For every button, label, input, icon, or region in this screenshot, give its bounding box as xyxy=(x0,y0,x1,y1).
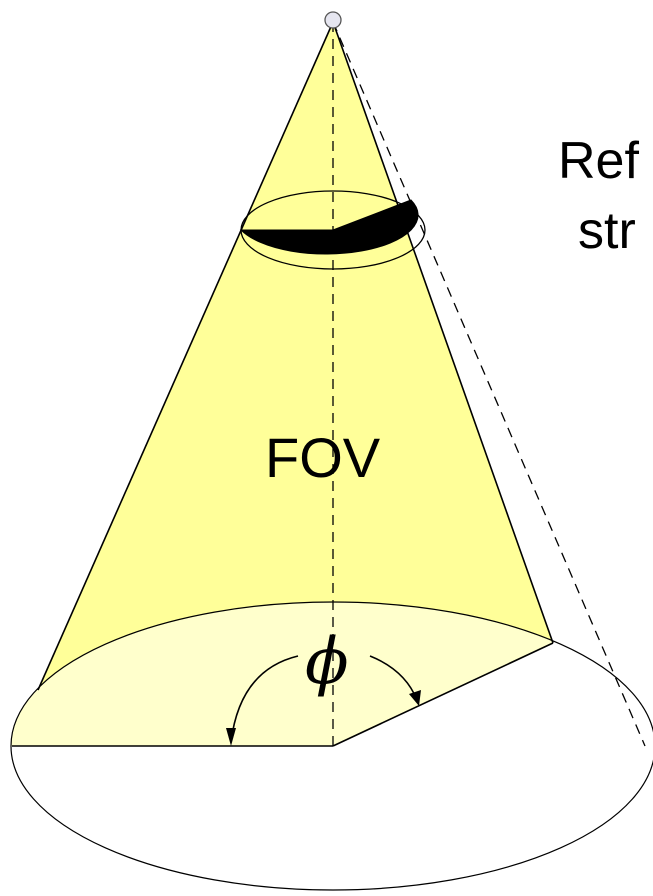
cone-body-lower xyxy=(12,22,553,746)
side-text-line2: str xyxy=(578,202,636,260)
side-text-line1: Ref xyxy=(558,132,639,190)
angle-arc-left xyxy=(230,655,299,743)
cone-edge-dashed xyxy=(332,21,646,747)
angle-arrow-left xyxy=(226,728,236,746)
angle-arrow-right xyxy=(409,690,421,706)
small-ellipse xyxy=(240,190,426,270)
angle-phi-label: ϕ xyxy=(305,625,349,699)
cone-edge-right xyxy=(332,21,554,644)
cone-edge-left xyxy=(37,21,334,691)
base-radius-right xyxy=(332,642,554,747)
apex-point xyxy=(324,11,342,29)
fov-label: FOV xyxy=(265,426,381,489)
